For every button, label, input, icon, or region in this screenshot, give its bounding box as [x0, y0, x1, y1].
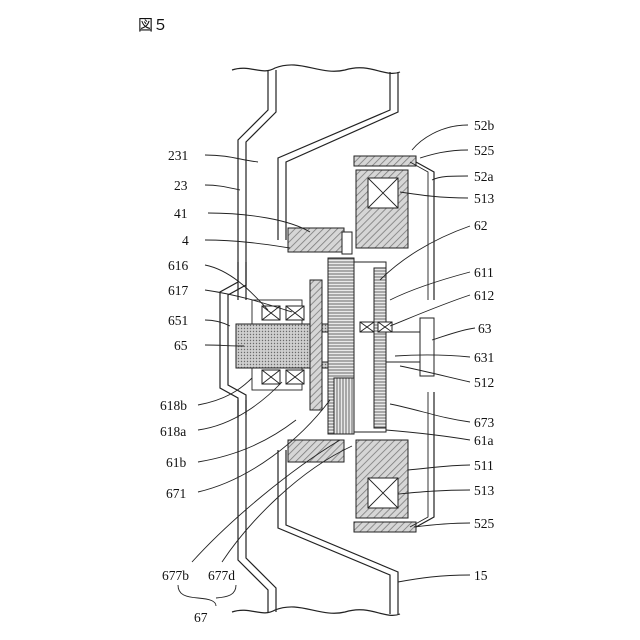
label-513-top: 513 [474, 191, 495, 206]
label-65: 65 [174, 338, 188, 353]
shaft-end-cap [420, 318, 434, 376]
coupling-4 [342, 232, 352, 254]
label-15: 15 [474, 568, 488, 583]
label-513-bottom: 513 [474, 483, 495, 498]
block-41-upper [288, 228, 344, 252]
label-677b: 677b [162, 568, 189, 583]
label-677d: 677d [208, 568, 235, 583]
figure-title: 図５ [138, 16, 168, 34]
label-651: 651 [168, 313, 188, 328]
gear-671 [334, 378, 354, 434]
label-631: 631 [474, 350, 494, 365]
label-616: 616 [168, 258, 189, 273]
label-63: 63 [478, 321, 492, 336]
label-611: 611 [474, 265, 494, 280]
label-61b: 61b [166, 455, 187, 470]
label-52b: 52b [474, 118, 495, 133]
label-671: 671 [166, 486, 186, 501]
ring-gear [374, 268, 386, 428]
label-525-top: 525 [474, 143, 495, 158]
label-231: 231 [168, 148, 188, 163]
label-61a: 61a [474, 433, 494, 448]
label-group-left: 231 23 41 4 616 617 651 65 618b 618a 61b… [160, 148, 235, 625]
label-23: 23 [174, 178, 188, 193]
label-512: 512 [474, 375, 494, 390]
label-618a: 618a [160, 424, 186, 439]
label-62: 62 [474, 218, 488, 233]
label-673: 673 [474, 415, 495, 430]
label-41: 41 [174, 206, 188, 221]
label-617: 617 [168, 283, 189, 298]
block-41-lower [288, 440, 344, 462]
label-525-bottom: 525 [474, 516, 495, 531]
label-618b: 618b [160, 398, 187, 413]
label-67: 67 [194, 610, 208, 625]
label-52a: 52a [474, 169, 494, 184]
carrier-plate-61b [310, 280, 322, 410]
label-4: 4 [182, 233, 189, 248]
label-group-right: 52b 525 52a 513 62 611 612 63 631 512 67… [474, 118, 495, 583]
label-612: 612 [474, 288, 494, 303]
label-511: 511 [474, 458, 494, 473]
